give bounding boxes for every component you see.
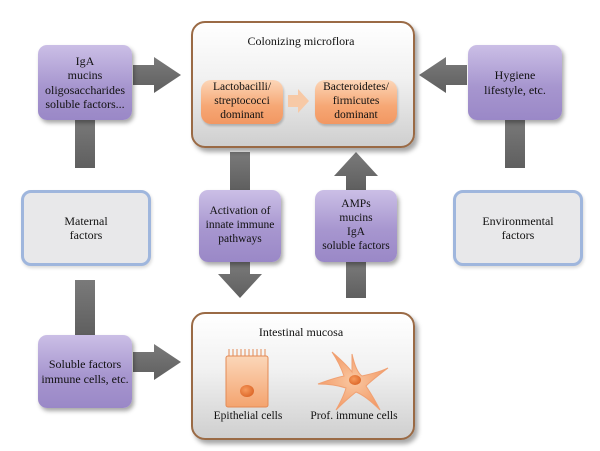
arrow-amps-to-microflora [334, 152, 378, 190]
soluble-factors-label: Soluble factors immune cells, etc. [41, 357, 129, 386]
lactobacilli-pill [201, 80, 283, 124]
connector-maternal-bottomleft [75, 280, 95, 335]
amps-box [315, 190, 397, 262]
epithelial-cells-caption: Epithelial cells [213, 410, 283, 422]
microflora-title: Colonizing microflora [247, 34, 355, 48]
maternal-inputs-label: IgA mucins oligosaccharides soluble fact… [45, 53, 125, 111]
maternal-inputs-box [38, 45, 132, 120]
maternal-factors-label: Maternal factors [64, 213, 108, 242]
maternal-factors-box [21, 190, 151, 266]
activation-box [199, 190, 281, 262]
activation-label: Activation of innate immune pathways [205, 205, 275, 245]
environmental-inputs-box [468, 45, 562, 120]
connector-topleft-maternal [75, 118, 95, 168]
environmental-inputs-label: Hygiene lifestyle, etc. [484, 68, 546, 97]
arrow-topleft-to-microflora [133, 57, 181, 93]
bacteroidetes-label: Bacteroidetes/ firmicutes dominant [323, 81, 389, 121]
soluble-factors-box [38, 335, 132, 408]
environmental-factors-box [453, 190, 583, 266]
arrow-topright-to-microflora [419, 57, 467, 93]
connector-topright-environmental [505, 118, 525, 168]
arrow-bottomleft-to-mucosa [133, 344, 181, 380]
arrow-microflora-to-activation [230, 152, 250, 190]
immune-cells-caption: Prof. immune cells [310, 410, 398, 422]
connector-mucosa-amps [346, 262, 366, 298]
arrow-activation-to-mucosa [218, 262, 262, 298]
environmental-factors-label: Environmental factors [482, 213, 554, 242]
lactobacilli-label: Lactobacilli/ streptococci dominant [212, 81, 272, 121]
amps-label: AMPs mucins IgA soluble factors [322, 198, 390, 252]
mucosa-title: Intestinal mucosa [258, 325, 344, 339]
bacteroidetes-pill [315, 80, 397, 124]
